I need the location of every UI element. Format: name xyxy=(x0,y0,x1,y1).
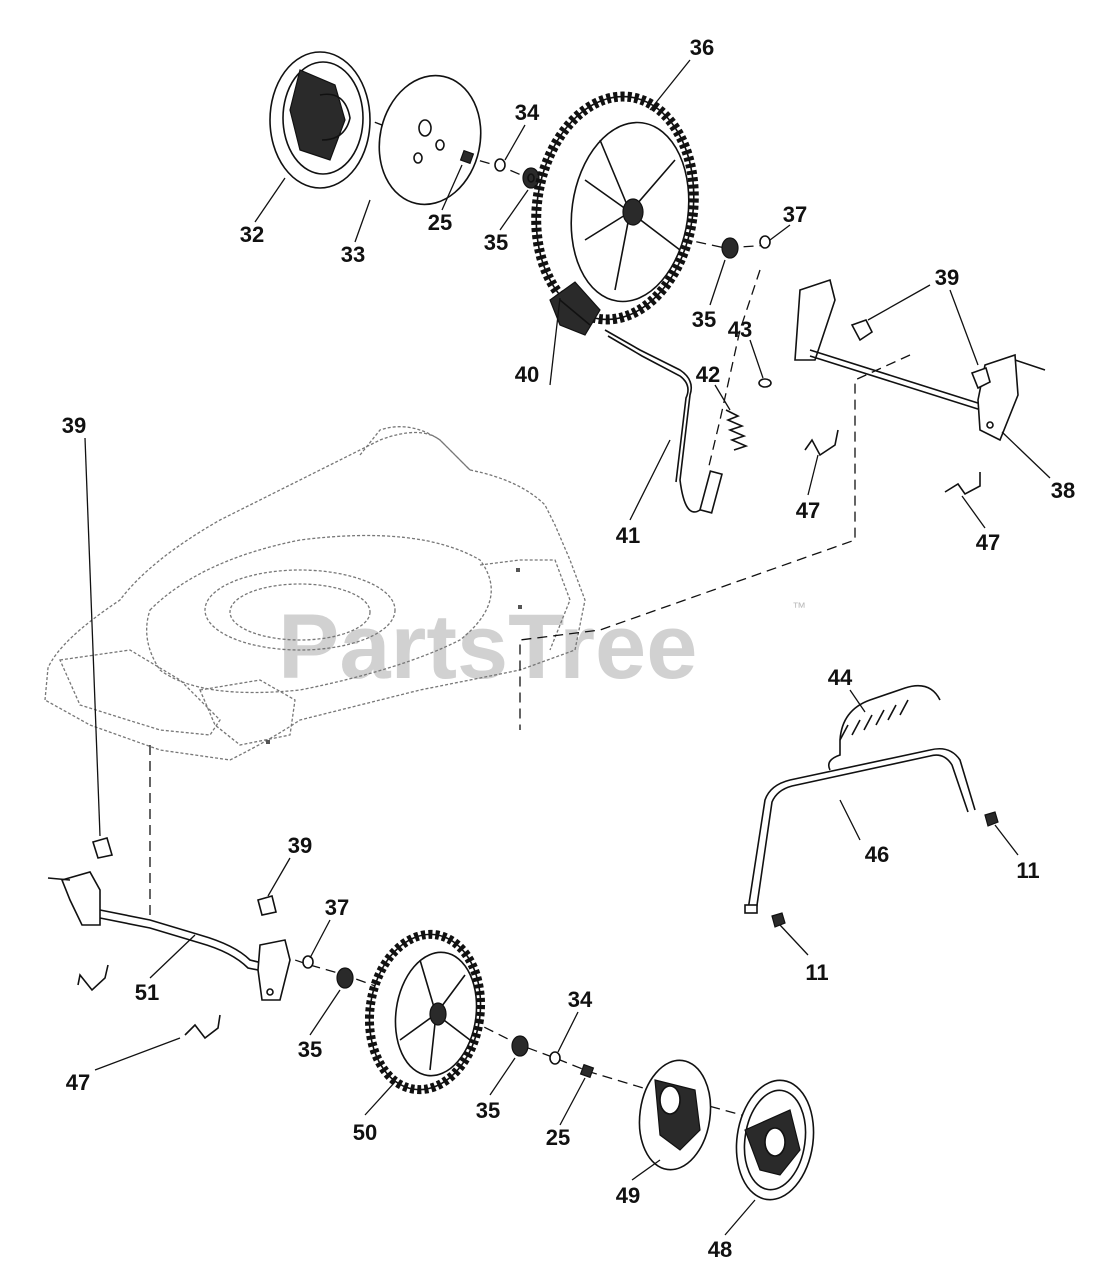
callout-42: 42 xyxy=(696,362,720,387)
callout-39: 39 xyxy=(935,265,959,290)
watermark-text: PartsTree xyxy=(278,596,697,698)
callout-40: 40 xyxy=(515,362,539,387)
callout-32: 32 xyxy=(240,222,264,247)
callout-39: 39 xyxy=(62,413,86,438)
hardware-top xyxy=(459,149,771,259)
callout-47: 47 xyxy=(796,498,820,523)
part-38-axle xyxy=(794,278,1046,442)
watermark-trademark: ™ xyxy=(792,599,806,615)
part-40-knob xyxy=(549,281,601,336)
part-39-clips-bottom xyxy=(91,837,277,916)
callout-49: 49 xyxy=(616,1183,640,1208)
callout-38: 38 xyxy=(1051,478,1075,503)
callout-37: 37 xyxy=(325,895,349,920)
part-43-ring xyxy=(758,378,772,388)
part-11-nuts xyxy=(771,811,999,928)
part-36-wheel xyxy=(531,91,699,325)
part-46-rod xyxy=(744,747,976,914)
callout-11: 11 xyxy=(805,960,828,985)
mower-deck xyxy=(44,426,586,761)
callout-25: 25 xyxy=(546,1125,570,1150)
callout-37: 37 xyxy=(783,202,807,227)
callout-48: 48 xyxy=(708,1237,732,1262)
callout-33: 33 xyxy=(341,242,365,267)
callout-34: 34 xyxy=(515,100,540,125)
part-47-clips xyxy=(77,429,981,1040)
part-42-spring xyxy=(725,409,749,451)
callout-47: 47 xyxy=(66,1070,90,1095)
hardware-bottom xyxy=(302,955,595,1079)
part-48-hubcap xyxy=(735,1079,815,1201)
part-51-axle xyxy=(47,871,291,1001)
callout-50: 50 xyxy=(353,1120,377,1145)
part-41-lever xyxy=(604,329,723,514)
callout-25: 25 xyxy=(428,210,452,235)
callout-35: 35 xyxy=(298,1037,322,1062)
part-33-plate xyxy=(378,74,482,206)
callout-35: 35 xyxy=(476,1098,500,1123)
callout-44: 44 xyxy=(828,665,853,690)
callout-11: 11 xyxy=(1016,858,1039,883)
callout-51: 51 xyxy=(135,980,159,1005)
callout-41: 41 xyxy=(616,523,640,548)
part-39-clip-top xyxy=(850,319,991,390)
callout-labels: 36 34 32 33 25 35 37 35 39 43 40 42 38 4… xyxy=(62,35,1075,1262)
callout-35: 35 xyxy=(484,230,508,255)
part-44-spring xyxy=(827,684,941,771)
callout-43: 43 xyxy=(728,317,752,342)
callout-46: 46 xyxy=(865,842,889,867)
callout-35: 35 xyxy=(692,307,716,332)
part-50-wheel xyxy=(364,929,486,1095)
callout-36: 36 xyxy=(690,35,714,60)
leader-lines xyxy=(84,59,1051,1236)
part-32-hubcap xyxy=(269,51,371,189)
callout-34: 34 xyxy=(568,987,593,1012)
callout-39: 39 xyxy=(288,833,312,858)
callout-47: 47 xyxy=(976,530,1000,555)
part-49-hubcover xyxy=(638,1059,712,1171)
